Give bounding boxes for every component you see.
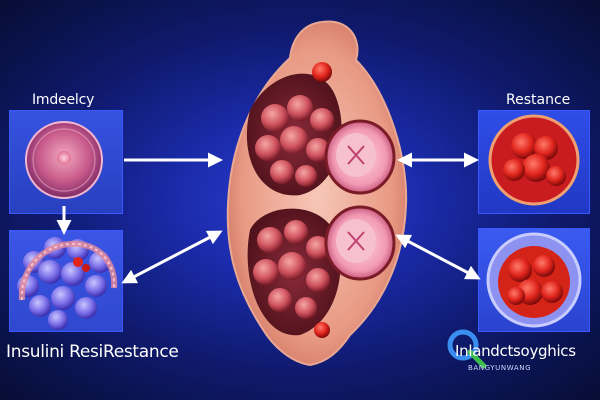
label-top-left: Imdeelcy — [32, 92, 95, 108]
arrow-diagonal-right — [395, 234, 481, 280]
arrow-diagonal-left — [121, 230, 223, 284]
label-bottom-left: Insulini ResiRestance — [6, 342, 179, 362]
label-top-right: Restance — [506, 92, 571, 108]
red-cell-top-icon — [488, 114, 580, 206]
red-cell-bottom-icon — [486, 232, 582, 328]
cell-cluster-icon — [17, 237, 118, 330]
organ-illustration — [226, 20, 408, 367]
single-cell-icon — [25, 121, 103, 199]
watermark-logo-icon — [447, 329, 487, 369]
label-bottom-right: Inlandctsoyghics — [455, 342, 576, 360]
watermark-text: BANGYUNWANG — [468, 364, 532, 372]
